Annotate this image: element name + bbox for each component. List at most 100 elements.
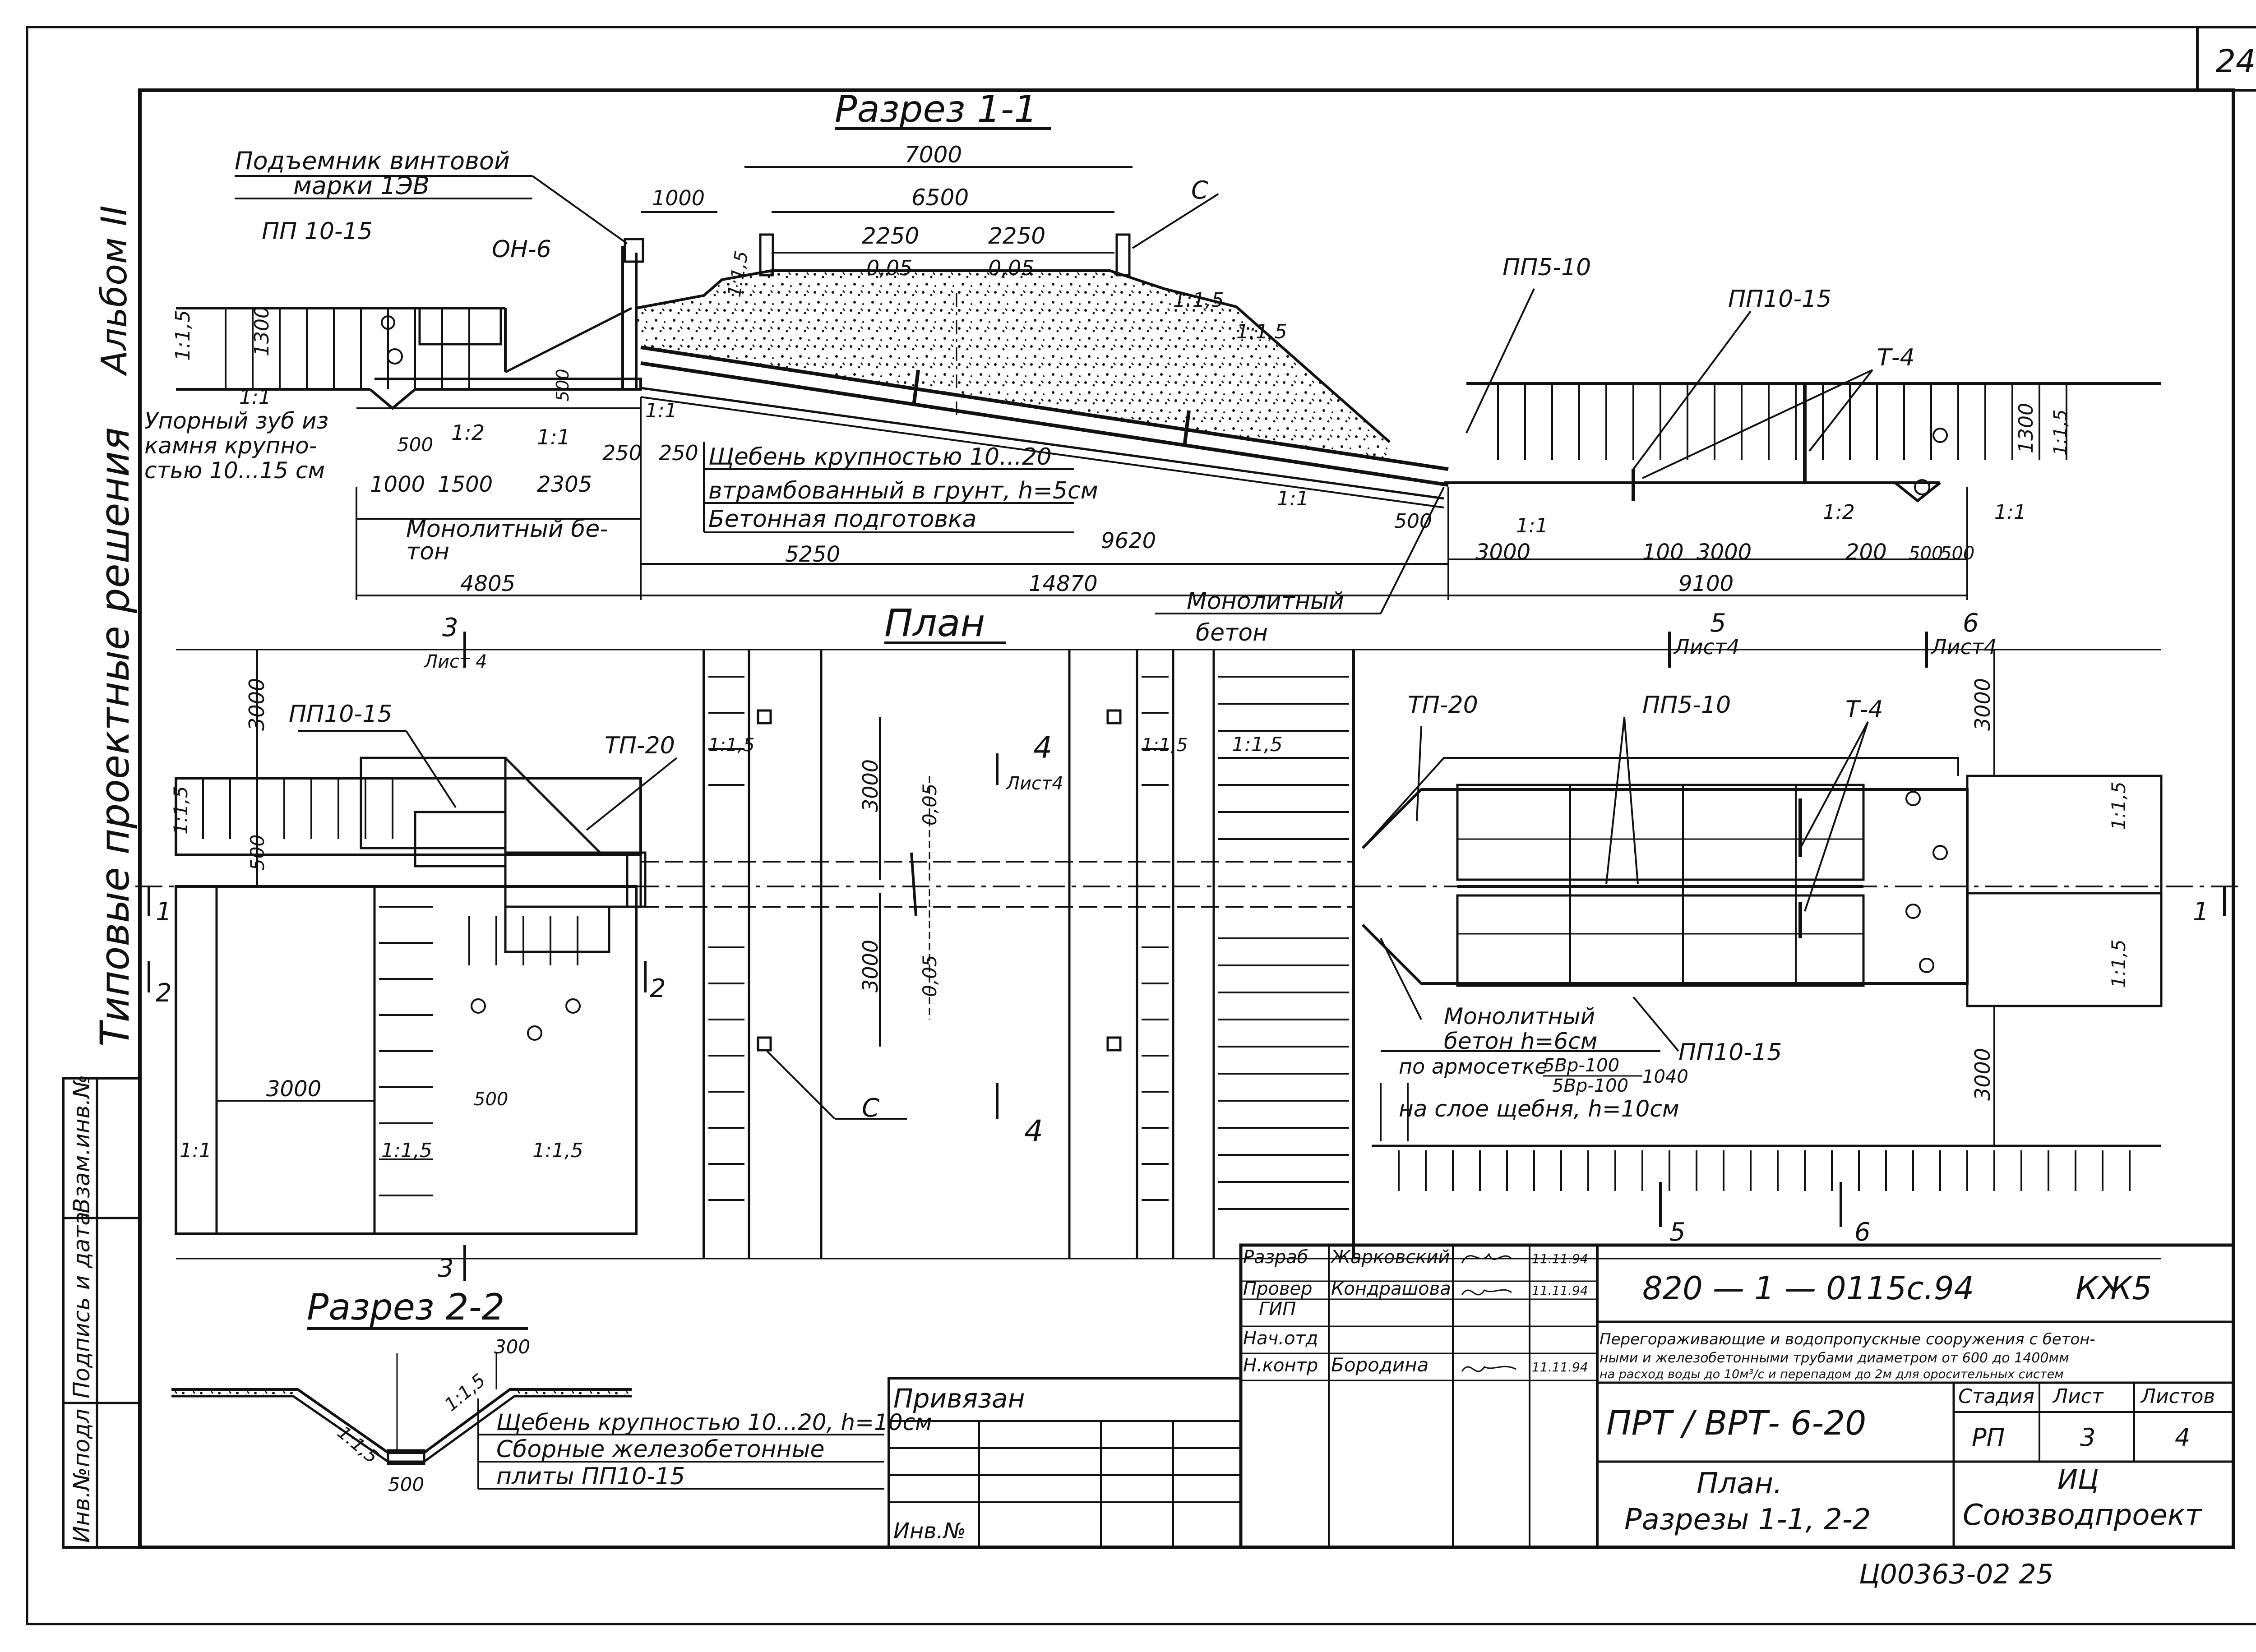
plan-dim-500: 500 (246, 835, 268, 871)
dim-250a: 250 (602, 441, 642, 465)
binding-box: Привязан Инв.№ (888, 1377, 1242, 1549)
plan-slope-s4: 1:1,5 (1232, 733, 1283, 756)
plan-slope-s1: 1:1,5 (170, 786, 192, 835)
label-hoist-mark: марки 1ЭВ (293, 171, 430, 200)
plan-label-monolith1: Монолитный (1444, 1003, 1595, 1029)
plan-mark-5-bot: 5 (1669, 1218, 1686, 1247)
signature-1 (1461, 1289, 1512, 1296)
dim-6500: 6500 (911, 185, 969, 211)
dim-3000b: 3000 (1697, 540, 1752, 565)
sheet-header: Лист (2052, 1385, 2104, 1408)
plan-mark-6-sheet: Лист4 (1930, 635, 1997, 659)
dim-7000: 7000 (905, 142, 962, 168)
plan-dim-005a: 0,05 (919, 783, 941, 826)
dim-005a: 0,05 (866, 256, 912, 280)
label-t4-section: Т-4 (1877, 344, 1915, 371)
plan-dim-3000a: 3000 (245, 678, 269, 731)
dim-4805: 4805 (460, 571, 515, 596)
series-label: Типовые проектные решения (92, 427, 138, 1047)
slope-s3: 1:2 (451, 420, 485, 445)
plan-dim-3000b: 3000 (266, 1076, 321, 1102)
plan-label-tp20a: ТП-20 (605, 732, 675, 759)
dim-2250a: 2250 (862, 223, 919, 249)
dim-500a: 500 (397, 434, 433, 456)
role-3: Нач.отд (1243, 1328, 1318, 1349)
plan-mark-5-sheet: Лист4 (1673, 635, 1740, 659)
label-gravel-2: втрамбованный в грунт, h=5см (708, 477, 1098, 504)
plan-dim-005b: 0,05 (919, 955, 941, 997)
section-2-2: Разрез 2-2 300 500 1:1,5 1:1,5 Щебень кр… (171, 1286, 932, 1495)
name-4: Бородина (1331, 1354, 1428, 1376)
label-hoist: Подъемник винтовой (235, 147, 510, 175)
sheet-number-box (2196, 26, 2256, 92)
plan-label-t4: Т-4 (1845, 696, 1883, 723)
plan-slope-s2: 1:1,5 (708, 735, 755, 756)
stage-header: Стадия (1958, 1385, 2034, 1408)
sec2-label-gravel: Щебень крупностью 10...20, h=10см (496, 1409, 932, 1435)
plan-mark-2-left: 2 (156, 978, 172, 1008)
section-1-1: Разрез 1-1 (144, 88, 2161, 646)
sheets-value: 4 (2175, 1423, 2190, 1452)
plan-slope-s7: 1:1 (180, 1139, 212, 1162)
date-0: 11.11.94 (1532, 1251, 1588, 1266)
plan-label-pp1015b: ПП10-15 (1678, 1039, 1782, 1066)
plan-slope-s9: 1:1,5 (532, 1139, 583, 1162)
slope-s13: 1:1,5 (2050, 409, 2071, 456)
label-pp510-section: ПП5-10 (1502, 254, 1591, 281)
plan-dim-3000d: 3000 (858, 940, 883, 992)
side-stamp-inv: Инв.№подл (69, 1409, 95, 1543)
side-stamp: Инв.№подл Подпись и дата Взам.инв.№ (62, 1075, 141, 1549)
sheets-header: Листов (2140, 1385, 2215, 1408)
plan-dim-3000f: 3000 (1970, 1048, 1995, 1101)
plan-label-monolith2: бетон h=6см (1444, 1028, 1598, 1054)
dim-9620: 9620 (1101, 528, 1156, 554)
plan-slope-s6: 1:1,5 (2108, 939, 2130, 988)
plan-mark-5: 5 (1710, 609, 1726, 638)
description-2: ными и железобетонными трубами диаметром… (1600, 1350, 2069, 1366)
stage-value: РП (1972, 1423, 2005, 1452)
slope-s9: 1:1 (1516, 514, 1548, 537)
slope-s4: 1:1 (537, 425, 570, 449)
plan-label-tp20b: ТП-20 (1408, 692, 1478, 719)
side-stamp-sign: Подпись и дата (69, 1212, 95, 1398)
label-c-section: С (1191, 176, 1208, 204)
plan-slope-s5: 1:1,5 (2108, 781, 2130, 830)
plan-label-mesh-num: 1040 (1642, 1066, 1688, 1087)
date-4: 11.11.94 (1532, 1360, 1588, 1375)
role-1: Провер (1243, 1278, 1313, 1299)
dim-2305: 2305 (537, 472, 592, 497)
sheet-number: 24 (2215, 43, 2256, 80)
plan-label-mesh-bot: 5Вр-100 (1552, 1075, 1628, 1096)
label-oh6: ОН-6 (492, 236, 551, 263)
description-1: Перегораживающие и водопропускные сооруж… (1600, 1330, 2095, 1348)
label-monolith-b1: Монолитный (1187, 588, 1344, 615)
label-monolith-2: тон (406, 538, 449, 565)
sec2-dim-300: 300 (494, 1336, 530, 1358)
plan-mark-4b: 4 (1024, 1114, 1043, 1149)
sheet-value: 3 (2080, 1423, 2095, 1452)
plan-mark-2-right: 2 (650, 974, 666, 1003)
plan-mark-4-sheet: Лист4 (1005, 773, 1063, 794)
footer-code: Ц00363-02 25 (1859, 1559, 2053, 1590)
slope-s11: 1:1 (1994, 501, 2026, 524)
plan-label-c: С (862, 1094, 879, 1123)
doc-mark: КЖ5 (2076, 1270, 2152, 1307)
section-2-title: Разрез 2-2 (307, 1286, 504, 1328)
label-gravel-1: Щебень крупностью 10...20 (708, 443, 1052, 471)
binding-title: Привязан (893, 1383, 1025, 1414)
plan-mark-3-sheet: Лист 4 (423, 651, 487, 672)
side-stamp-replace: Взам.инв.№ (69, 1075, 95, 1214)
dim-500b: 500 (1394, 510, 1432, 533)
org-2: Союзводпроект (1963, 1499, 2203, 1532)
slope-s10: 1:2 (1823, 501, 1855, 524)
plan-mark-3-bot: 3 (438, 1254, 454, 1283)
role-4: Н.контр (1243, 1355, 1318, 1376)
outer-frame (26, 26, 2256, 1625)
dim-250b: 250 (659, 441, 698, 465)
sec2-label-plates2: плиты ПП10-15 (496, 1463, 685, 1490)
slope-s1: 1:1,5 (171, 310, 194, 361)
plan-dim-3000e: 3000 (1970, 678, 1995, 731)
binding-inv: Инв.№ (893, 1518, 966, 1544)
plan-dim-3000c: 3000 (858, 759, 883, 812)
